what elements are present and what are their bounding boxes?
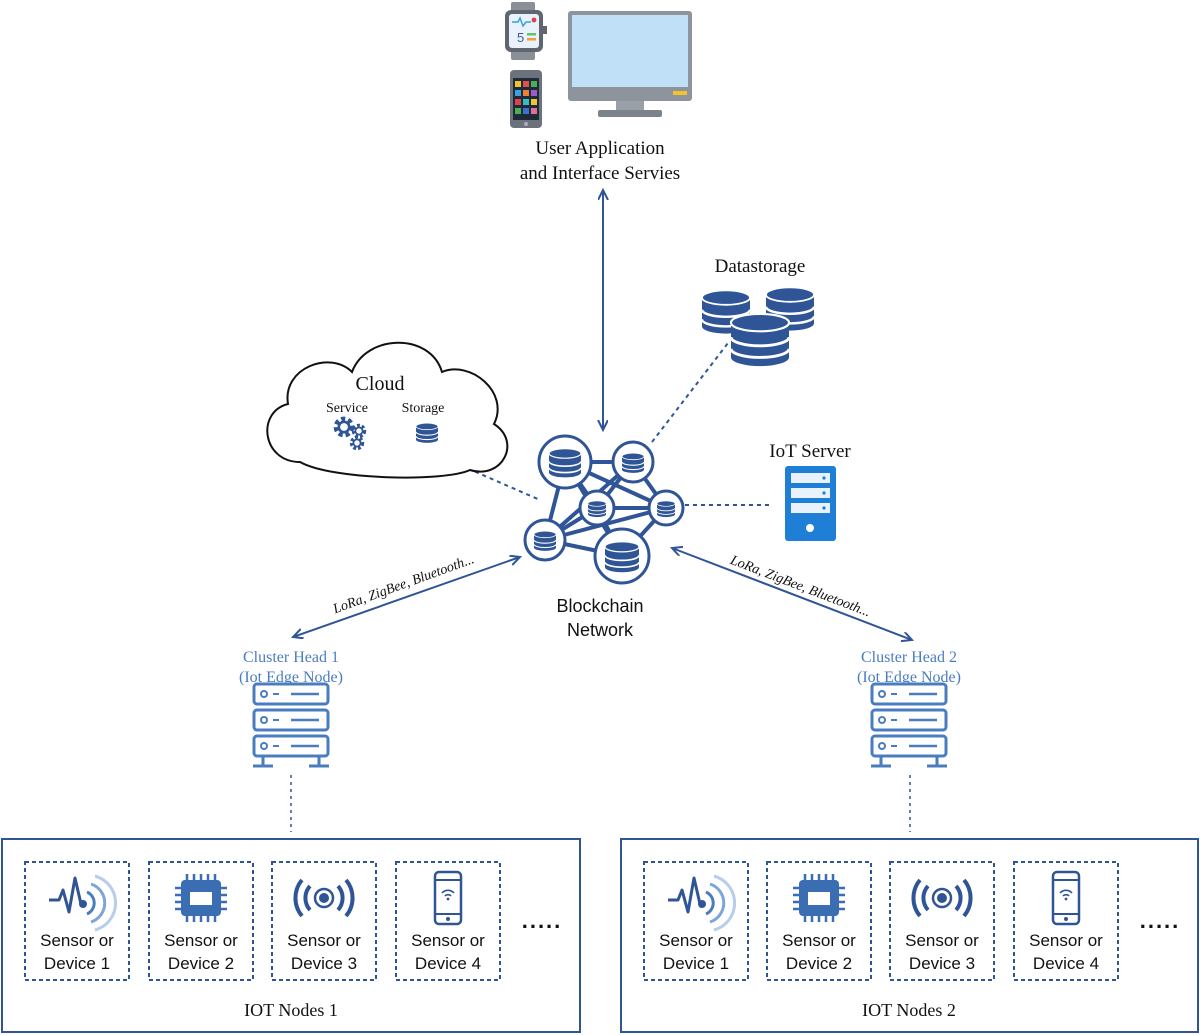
- device-label-line1: Sensor or: [287, 931, 361, 950]
- cluster-head-1-line2: (Iot Edge Node): [239, 669, 343, 686]
- watch-display-text: 5: [517, 30, 524, 45]
- smartwatch-icon: 5: [505, 2, 547, 60]
- blockchain-line1: Blockchain: [556, 596, 644, 616]
- cloud-icon: [266, 341, 509, 479]
- datastorage-label: Datastorage: [714, 256, 806, 277]
- device-label-line2: Device 1: [43, 954, 111, 973]
- device-label-line2: Device 3: [908, 954, 976, 973]
- device-card-1-1: [24, 861, 130, 981]
- desktop-monitor-icon: [568, 11, 692, 117]
- device-label-line1: Sensor or: [782, 931, 856, 950]
- cloud-service-label: Service: [326, 401, 368, 416]
- iot-nodes-1-title: IOT Nodes 1: [244, 1000, 338, 1020]
- datastorage-icon: [700, 286, 816, 368]
- device-label-line1: Sensor or: [1029, 931, 1103, 950]
- device-label-line2: Device 2: [785, 954, 853, 973]
- cluster-head-2-label: Cluster Head 2 (Iot Edge Node): [829, 648, 989, 688]
- device-card-1-4: [395, 861, 501, 981]
- device-card-2-1: [643, 861, 749, 981]
- nodes-1-more: .....: [521, 908, 563, 933]
- cluster-head-2-icon: [869, 682, 949, 768]
- cluster-head-2-line1: Cluster Head 2: [861, 649, 957, 666]
- device-label-2-4: Sensor or Device 4: [1014, 929, 1118, 975]
- sensor-wave-icon: [47, 874, 118, 932]
- device-label-line1: Sensor or: [905, 931, 979, 950]
- blockchain-line2: Network: [566, 620, 633, 640]
- device-label-1-2: Sensor or Device 2: [149, 929, 253, 975]
- iot-nodes-2-frame: [620, 838, 1199, 1033]
- device-card-1-2: [148, 861, 254, 981]
- device-label-line2: Device 3: [290, 954, 358, 973]
- chip-icon: [791, 872, 847, 924]
- cluster-head-1-label: Cluster Head 1 (Iot Edge Node): [211, 648, 371, 688]
- device-label-line2: Device 4: [1032, 954, 1100, 973]
- iot-nodes-1-frame: [1, 838, 581, 1033]
- iot-server-icon: [785, 466, 836, 541]
- chip-icon: [173, 872, 229, 924]
- cloud-title: Cloud: [355, 373, 405, 395]
- device-label-1-3: Sensor or Device 3: [272, 929, 376, 975]
- cloud-storage-label: Storage: [401, 401, 445, 416]
- device-card-2-3: [889, 861, 995, 981]
- device-label-2-1: Sensor or Device 1: [644, 929, 748, 975]
- device-label-line2: Device 1: [662, 954, 730, 973]
- nodes-2-more: .....: [1139, 908, 1181, 933]
- device-label-line1: Sensor or: [659, 931, 733, 950]
- blockchain-label: Blockchain Network: [530, 594, 670, 642]
- cluster-head-1-icon: [251, 682, 331, 768]
- datastorage-link: [651, 342, 729, 443]
- mobile-phone-icon: [1051, 870, 1081, 926]
- right-link-label: LoRa, ZigBee, Bluetooth...: [727, 553, 872, 621]
- smartphone-icon: [510, 70, 542, 128]
- user-app-label: User Application and Interface Servies: [480, 136, 720, 186]
- device-label-line2: Device 2: [167, 954, 235, 973]
- right-wireless-arrow: [672, 548, 912, 640]
- iot-server-label: IoT Server: [769, 441, 851, 462]
- device-label-1-1: Sensor or Device 1: [25, 929, 129, 975]
- device-label-line1: Sensor or: [164, 931, 238, 950]
- cluster-head-1-line1: Cluster Head 1: [243, 649, 339, 666]
- cluster-head-2-line2: (Iot Edge Node): [857, 669, 961, 686]
- wireless-signal-icon: [293, 878, 355, 918]
- user-app-line2: and Interface Servies: [519, 163, 681, 184]
- sensor-wave-icon: [666, 874, 737, 932]
- left-wireless-arrow: [293, 557, 520, 637]
- mobile-phone-icon: [433, 870, 463, 926]
- device-label-line1: Sensor or: [40, 931, 114, 950]
- device-card-2-2: [766, 861, 872, 981]
- iot-nodes-2-title: IOT Nodes 2: [862, 1000, 956, 1020]
- device-label-line2: Device 4: [414, 954, 482, 973]
- device-card-2-4: [1013, 861, 1119, 981]
- left-link-label: LoRa, ZigBee, Bluetooth...: [330, 552, 476, 617]
- blockchain-network-icon: [523, 434, 685, 585]
- device-label-2-2: Sensor or Device 2: [767, 929, 871, 975]
- user-app-line1: User Application: [535, 138, 665, 159]
- device-card-1-3: [271, 861, 377, 981]
- device-label-line1: Sensor or: [411, 931, 485, 950]
- device-label-2-3: Sensor or Device 3: [890, 929, 994, 975]
- cloud-storage-icon: [415, 422, 439, 444]
- wireless-signal-icon: [911, 878, 973, 918]
- device-label-1-4: Sensor or Device 4: [396, 929, 500, 975]
